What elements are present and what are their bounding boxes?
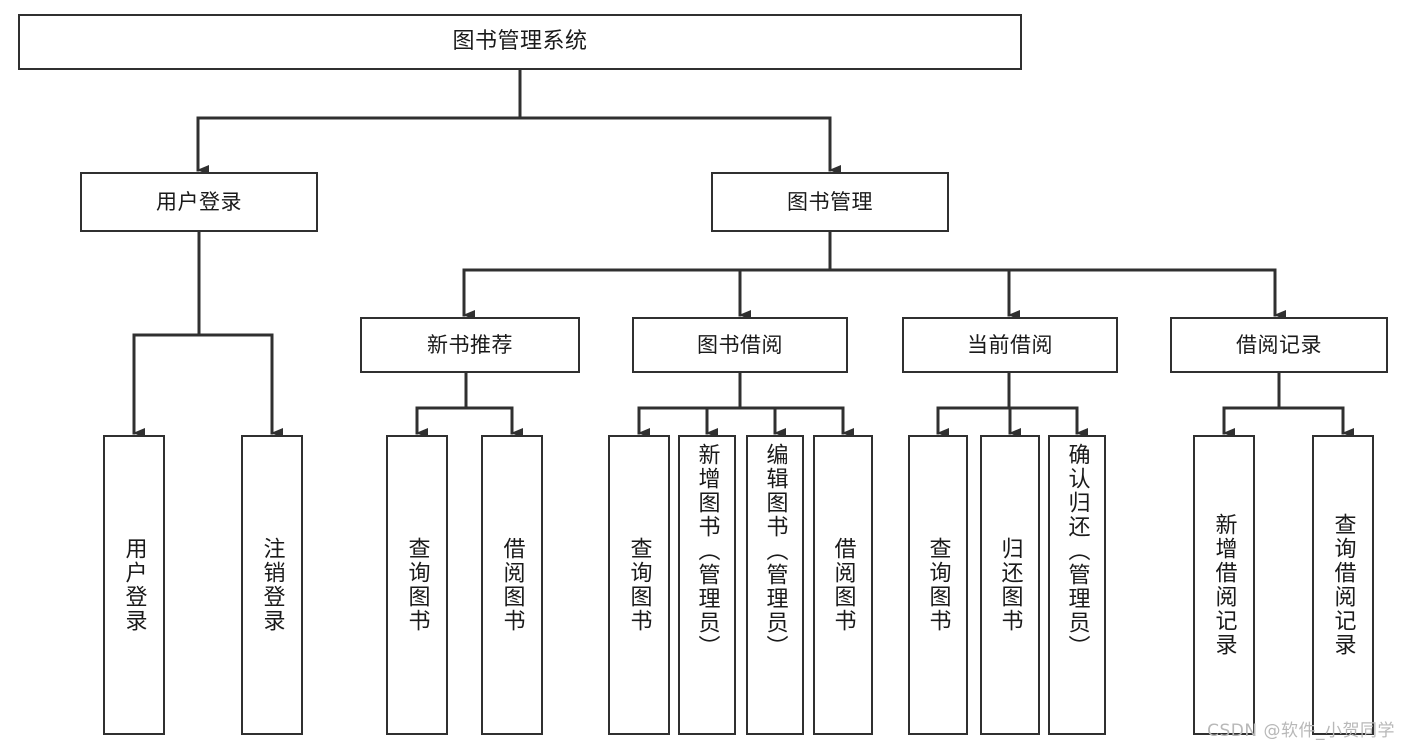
node-root-book-management-system[interactable]: 图书管理系统 — [18, 14, 1022, 70]
node-leaf-编辑图书管理员-6[interactable]: 编辑图书（管理员） — [746, 435, 804, 735]
node-label: 编辑图书（管理员） — [762, 443, 788, 659]
node-label: 图书借阅 — [697, 332, 783, 357]
node-leaf-查询图书-2[interactable]: 查询图书 — [386, 435, 448, 735]
node-label: 借阅图书 — [830, 537, 856, 633]
node-leaf-确认归还管理员-10[interactable]: 确认归还（管理员） — [1048, 435, 1106, 735]
node-label: 用户登录 — [156, 189, 242, 214]
node-l3-借阅记录-3[interactable]: 借阅记录 — [1170, 317, 1388, 373]
node-leaf-查询图书-4[interactable]: 查询图书 — [608, 435, 670, 735]
node-label: 确认归还（管理员） — [1064, 443, 1090, 659]
node-l3-当前借阅-2[interactable]: 当前借阅 — [902, 317, 1118, 373]
node-leaf-用户登录-0[interactable]: 用户登录 — [103, 435, 165, 735]
node-leaf-借阅图书-3[interactable]: 借阅图书 — [481, 435, 543, 735]
node-label: 查询图书 — [404, 537, 430, 633]
node-label: 查询图书 — [925, 537, 951, 633]
node-label: 当前借阅 — [967, 332, 1053, 357]
node-label: 新增借阅记录 — [1211, 513, 1237, 657]
node-leaf-新增借阅记录-11[interactable]: 新增借阅记录 — [1193, 435, 1255, 735]
node-label: 借阅图书 — [499, 537, 525, 633]
node-l3-图书借阅-1[interactable]: 图书借阅 — [632, 317, 848, 373]
node-label: 图书管理 — [787, 189, 873, 214]
node-leaf-借阅图书-7[interactable]: 借阅图书 — [813, 435, 873, 735]
node-label: 新书推荐 — [427, 332, 513, 357]
node-leaf-查询借阅记录-12[interactable]: 查询借阅记录 — [1312, 435, 1374, 735]
node-label: 新增图书（管理员） — [694, 443, 720, 659]
node-label: 查询图书 — [626, 537, 652, 633]
node-leaf-归还图书-9[interactable]: 归还图书 — [980, 435, 1040, 735]
node-label: 查询借阅记录 — [1330, 513, 1356, 657]
node-leaf-查询图书-8[interactable]: 查询图书 — [908, 435, 968, 735]
node-root-label: 图书管理系统 — [452, 29, 588, 55]
node-label: 注销登录 — [259, 537, 285, 633]
node-leaf-新增图书管理员-5[interactable]: 新增图书（管理员） — [678, 435, 736, 735]
node-leaf-注销登录-1[interactable]: 注销登录 — [241, 435, 303, 735]
node-l2-图书管理-1[interactable]: 图书管理 — [711, 172, 949, 232]
node-label: 归还图书 — [997, 537, 1023, 633]
node-label: 用户登录 — [121, 537, 147, 633]
node-label: 借阅记录 — [1236, 332, 1322, 357]
csdn-watermark: CSDN @软件_小贺同学 — [1207, 721, 1395, 741]
node-l2-用户登录-0[interactable]: 用户登录 — [80, 172, 318, 232]
node-l3-新书推荐-0[interactable]: 新书推荐 — [360, 317, 580, 373]
